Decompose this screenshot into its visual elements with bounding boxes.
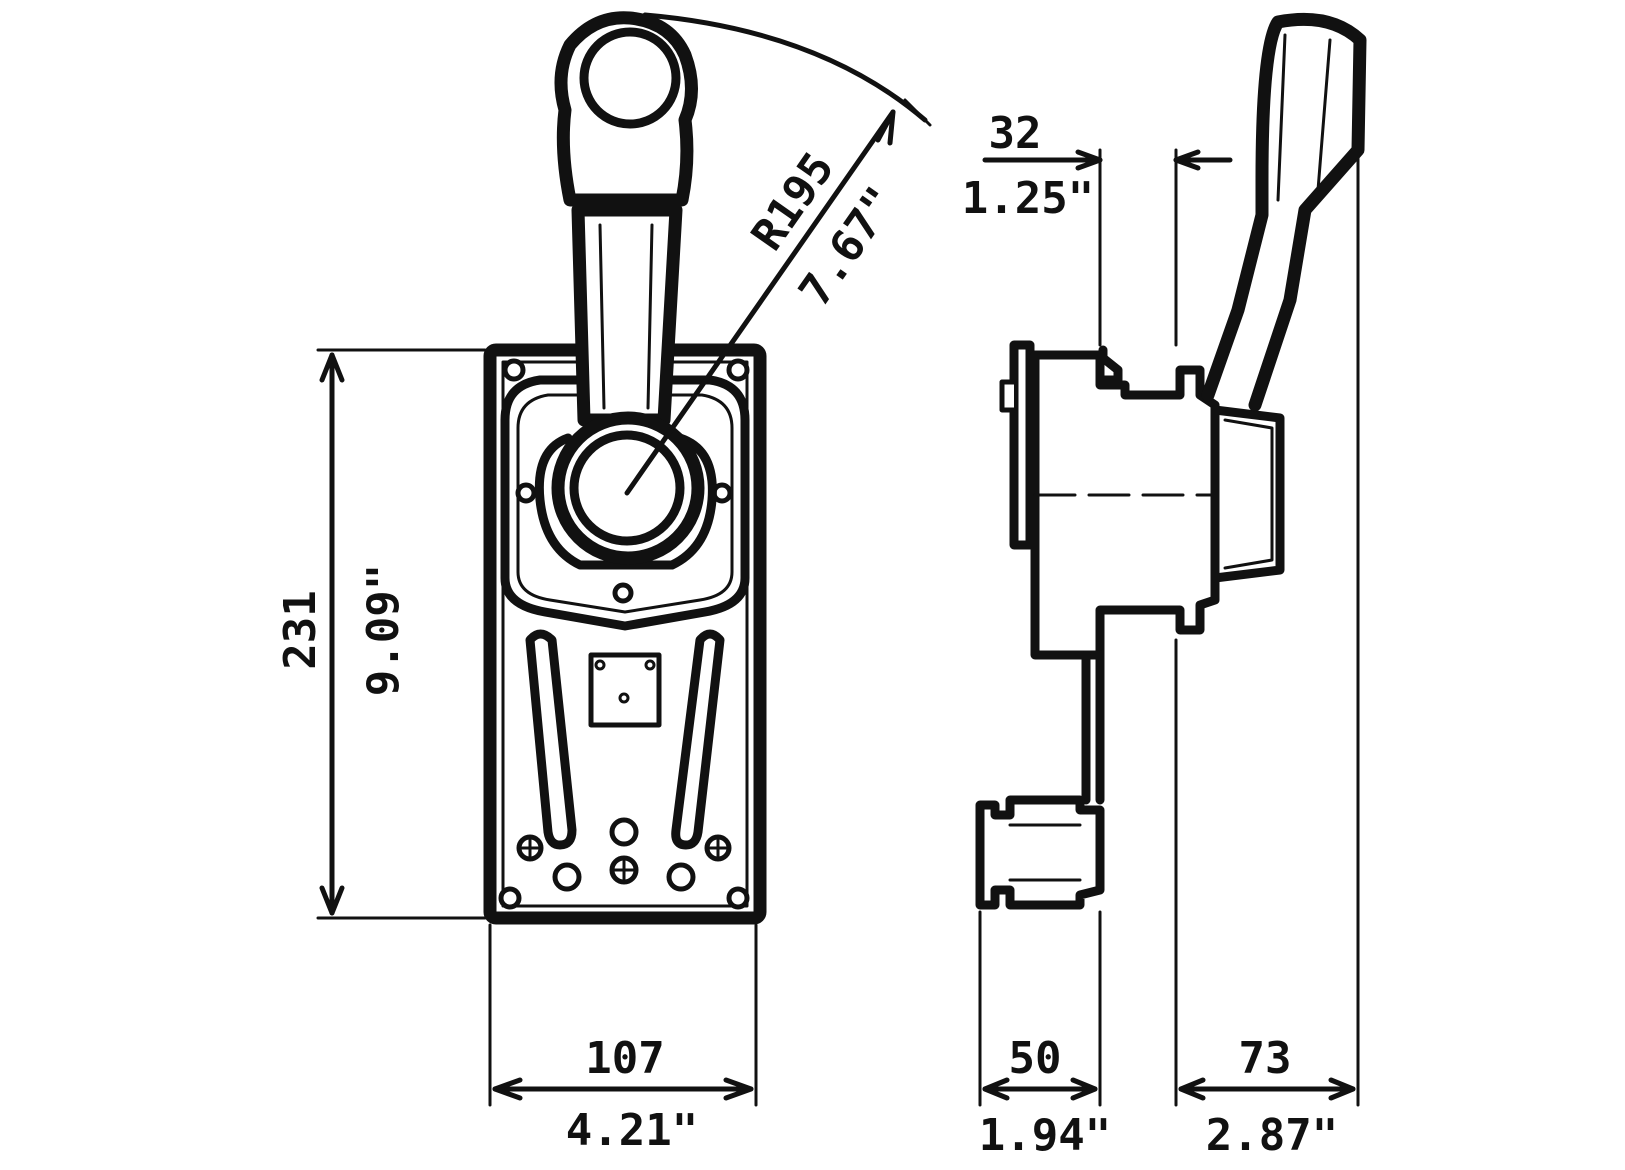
base-depth-label-mm: 50 [1009,1033,1062,1084]
width-label-mm: 107 [585,1033,664,1084]
lower-hole-left [552,862,582,892]
lever-depth-label-in: 2.87" [1206,1110,1338,1161]
corner-screw-tl [502,358,526,382]
lower-hole-right [666,862,696,892]
height-label-mm: 231 [275,590,326,669]
side-bracket [1081,650,1105,805]
lever-arm-inner [598,223,654,410]
hub-recess [534,433,717,570]
center-plate-screw-tr [644,659,656,671]
corner-screw-bl [498,886,522,910]
front-view: 231 9.09" 107 4.21" R195 7.67" [275,11,932,1156]
lever-arm [571,203,683,427]
height-label-in: 9.09" [358,564,409,696]
width-label-in: 4.21" [566,1105,698,1156]
lever-hub-inner [569,430,685,546]
center-plate-dot [618,692,630,704]
side-top-flange [1009,340,1035,550]
corner-screw-br [726,886,750,910]
slot-right [671,629,725,850]
cover-plate-inner [516,393,734,614]
lower-hole-top [609,817,639,847]
lever-grip-hole [579,27,681,129]
lever-swing-arc [642,12,928,123]
lever-depth-label-mm: 73 [1239,1033,1292,1084]
side-top-knob [999,379,1017,413]
offset-label-mm: 32 [989,108,1042,159]
side-lever-hub [1210,405,1285,583]
arc-end-tick [903,98,932,127]
center-plate [588,652,662,728]
cover-hole-bottom [612,582,634,604]
corner-screw-tr [726,358,750,382]
side-view: 32 1.25" 50 1.94" 73 2.87" [962,12,1367,1161]
side-housing [1030,350,1220,660]
cover-hole-left [515,482,537,504]
side-bottom-mount [975,795,1105,910]
center-plate-screw-tl [594,659,606,671]
offset-label-in: 1.25" [962,173,1094,224]
base-depth-label-in: 1.94" [979,1110,1111,1161]
radius-line [624,109,896,496]
slot-left [525,629,577,850]
radius-arrow-b [887,109,896,146]
side-lever-arm [1201,12,1367,412]
